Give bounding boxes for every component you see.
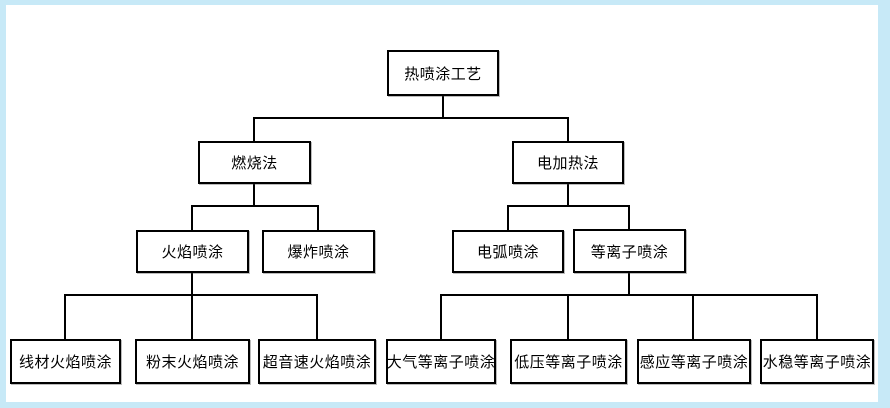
connector-line bbox=[816, 294, 818, 339]
connector-line bbox=[316, 294, 318, 339]
node-induction-plasma-spraying: 感应等离子喷涂 bbox=[637, 339, 751, 384]
connector-line bbox=[253, 117, 569, 119]
connector-line bbox=[191, 205, 193, 230]
connector-line bbox=[567, 117, 569, 141]
connector-line bbox=[507, 205, 509, 230]
connector-line bbox=[507, 205, 630, 207]
node-atmospheric-plasma-spraying: 大气等离子喷涂 bbox=[386, 339, 496, 384]
node-plasma-spraying: 等离子喷涂 bbox=[573, 229, 686, 273]
connector-line bbox=[628, 273, 630, 296]
node-detonation-spraying: 爆炸喷涂 bbox=[262, 230, 375, 273]
connector-line bbox=[64, 294, 66, 339]
connector-line bbox=[567, 294, 569, 339]
node-supersonic-flame-spraying: 超音速火焰喷涂 bbox=[258, 339, 376, 384]
connector-line bbox=[628, 205, 630, 230]
connector-line bbox=[191, 205, 319, 207]
connector-line bbox=[317, 205, 319, 230]
connector-line bbox=[567, 184, 569, 207]
connector-line bbox=[191, 294, 193, 339]
node-thermal-spray-process: 热喷涂工艺 bbox=[387, 50, 499, 96]
connector-line bbox=[253, 184, 255, 207]
connector-line bbox=[191, 273, 193, 296]
connector-line bbox=[440, 294, 818, 296]
connector-line bbox=[253, 117, 255, 141]
node-electric-heating-method: 电加热法 bbox=[512, 141, 624, 184]
node-water-stabilized-plasma-spraying: 水稳等离子喷涂 bbox=[760, 339, 874, 384]
node-flame-spraying: 火焰喷涂 bbox=[136, 230, 249, 273]
node-combustion-method: 燃烧法 bbox=[198, 141, 311, 184]
connector-line bbox=[442, 96, 444, 119]
node-powder-flame-spraying: 粉末火焰喷涂 bbox=[135, 339, 250, 384]
node-arc-spraying: 电弧喷涂 bbox=[452, 230, 564, 273]
connector-line bbox=[692, 294, 694, 339]
connector-line bbox=[440, 294, 442, 339]
node-wire-flame-spraying: 线材火焰喷涂 bbox=[10, 339, 121, 384]
node-low-pressure-plasma-spraying: 低压等离子喷涂 bbox=[510, 339, 627, 384]
